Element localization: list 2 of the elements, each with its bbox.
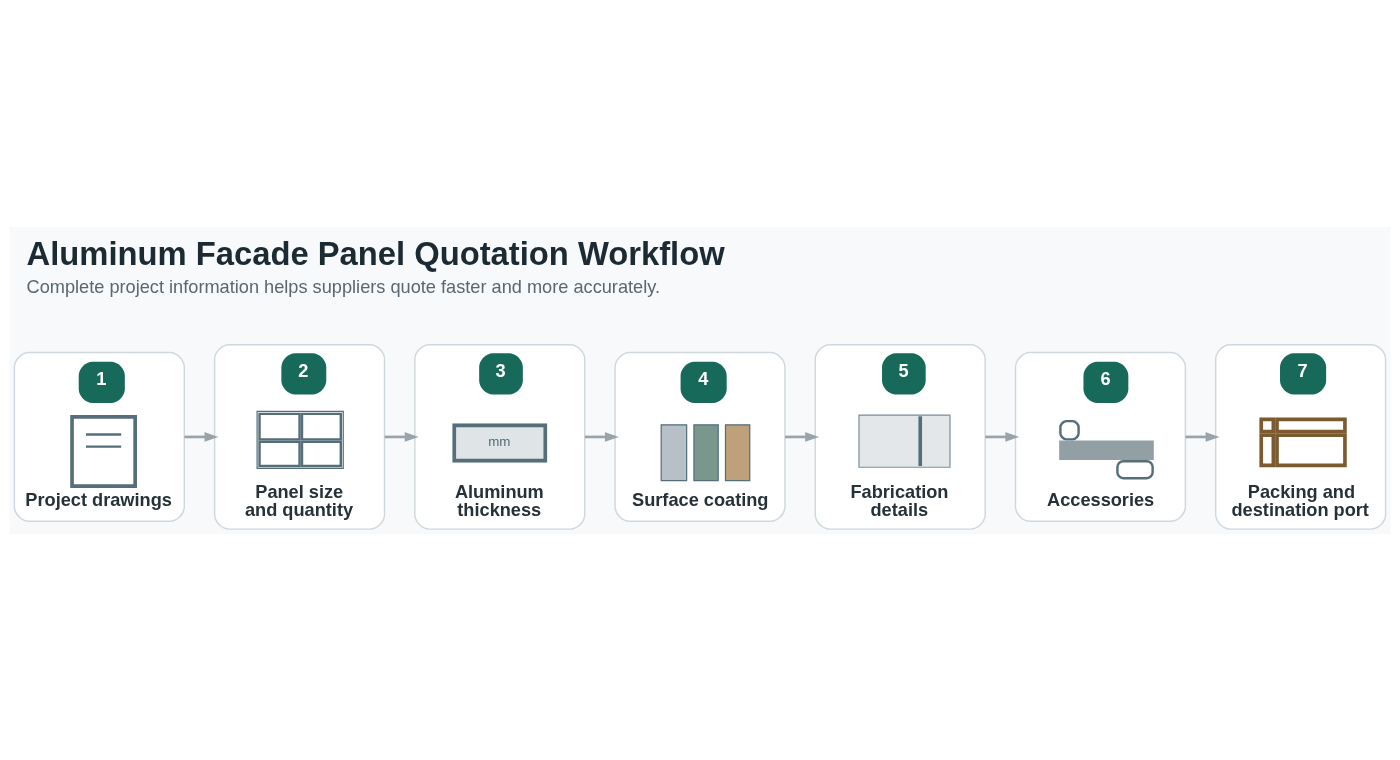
- diagram-title: Aluminum Facade Panel Quotation Workflow: [26, 234, 725, 272]
- caption: Complete project information helps suppliers quote faster and more accurately.: [26, 276, 661, 297]
